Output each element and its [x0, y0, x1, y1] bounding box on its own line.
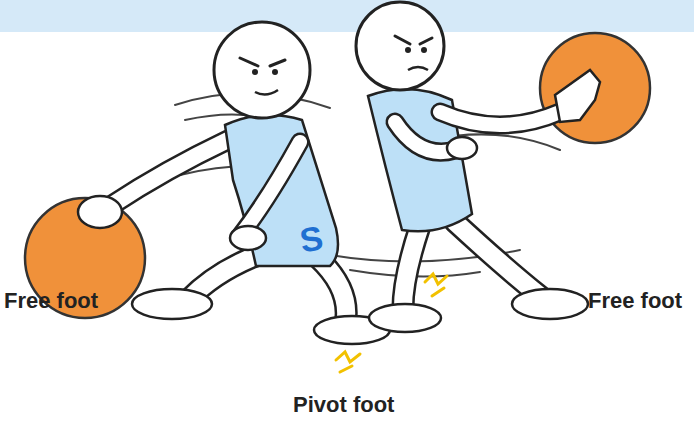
right-player — [356, 2, 650, 332]
foot-label: Pivot foot — [293, 392, 394, 418]
foot-label: Free foot — [4, 288, 98, 314]
header-band — [0, 0, 694, 32]
ball — [540, 33, 650, 143]
foot-label: Free foot — [588, 288, 682, 314]
free-foot-shoe — [512, 289, 588, 319]
motion-lines — [175, 93, 560, 276]
free-foot-shoe — [132, 289, 212, 319]
spark-marks — [336, 274, 447, 372]
